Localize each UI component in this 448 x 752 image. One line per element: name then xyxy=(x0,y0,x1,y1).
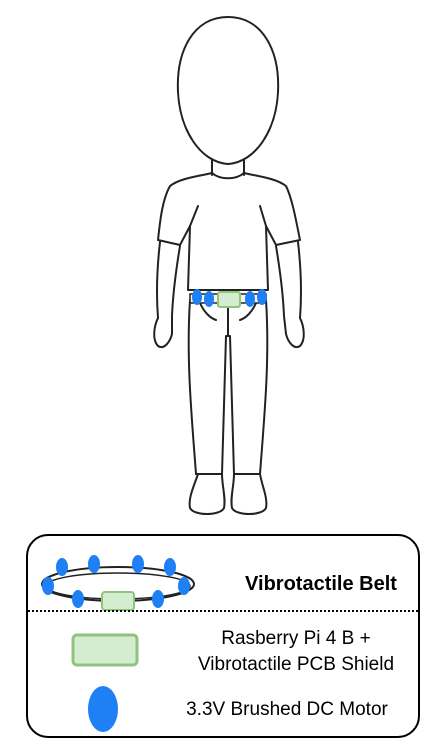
left-hand xyxy=(153,315,173,348)
person-figure xyxy=(153,16,305,515)
figure-board xyxy=(217,291,241,308)
belt-motor xyxy=(72,590,84,608)
left-arm xyxy=(155,241,181,319)
legend-box: Vibrotactile Belt Rasberry Pi 4 B + Vibr… xyxy=(26,534,420,738)
head-outline xyxy=(176,16,280,165)
belt-motor xyxy=(132,555,144,573)
belt-motor xyxy=(164,558,176,576)
legend-divider xyxy=(28,610,418,612)
right-hand xyxy=(283,315,305,348)
left-shoe xyxy=(188,473,226,515)
motor-label: 3.3V Brushed DC Motor xyxy=(186,699,388,720)
pi-label-line1: Rasberry Pi 4 B + xyxy=(221,628,371,649)
pcb-board-icon xyxy=(71,633,139,667)
belt-illustration xyxy=(41,555,195,611)
pi-label: Rasberry Pi 4 B + Vibrotactile PCB Shiel… xyxy=(176,626,416,678)
belt-motor xyxy=(42,577,54,595)
belt-title: Vibrotactile Belt xyxy=(245,573,397,595)
belt-motor xyxy=(178,577,190,595)
figure-motor xyxy=(257,289,267,305)
belt-motor xyxy=(56,558,68,576)
right-arm xyxy=(275,241,303,319)
belt-board xyxy=(101,591,135,611)
right-shoe xyxy=(230,473,268,515)
figure-belt xyxy=(189,289,267,308)
figure-motor xyxy=(192,289,202,305)
belt-motor xyxy=(88,555,100,573)
figure-motor xyxy=(204,291,214,307)
belt-motor xyxy=(152,590,164,608)
shirt-outline xyxy=(157,172,301,291)
pi-label-line2: Vibrotactile PCB Shield xyxy=(197,654,395,675)
figure-motor xyxy=(245,291,255,307)
motor-icon xyxy=(88,686,118,732)
